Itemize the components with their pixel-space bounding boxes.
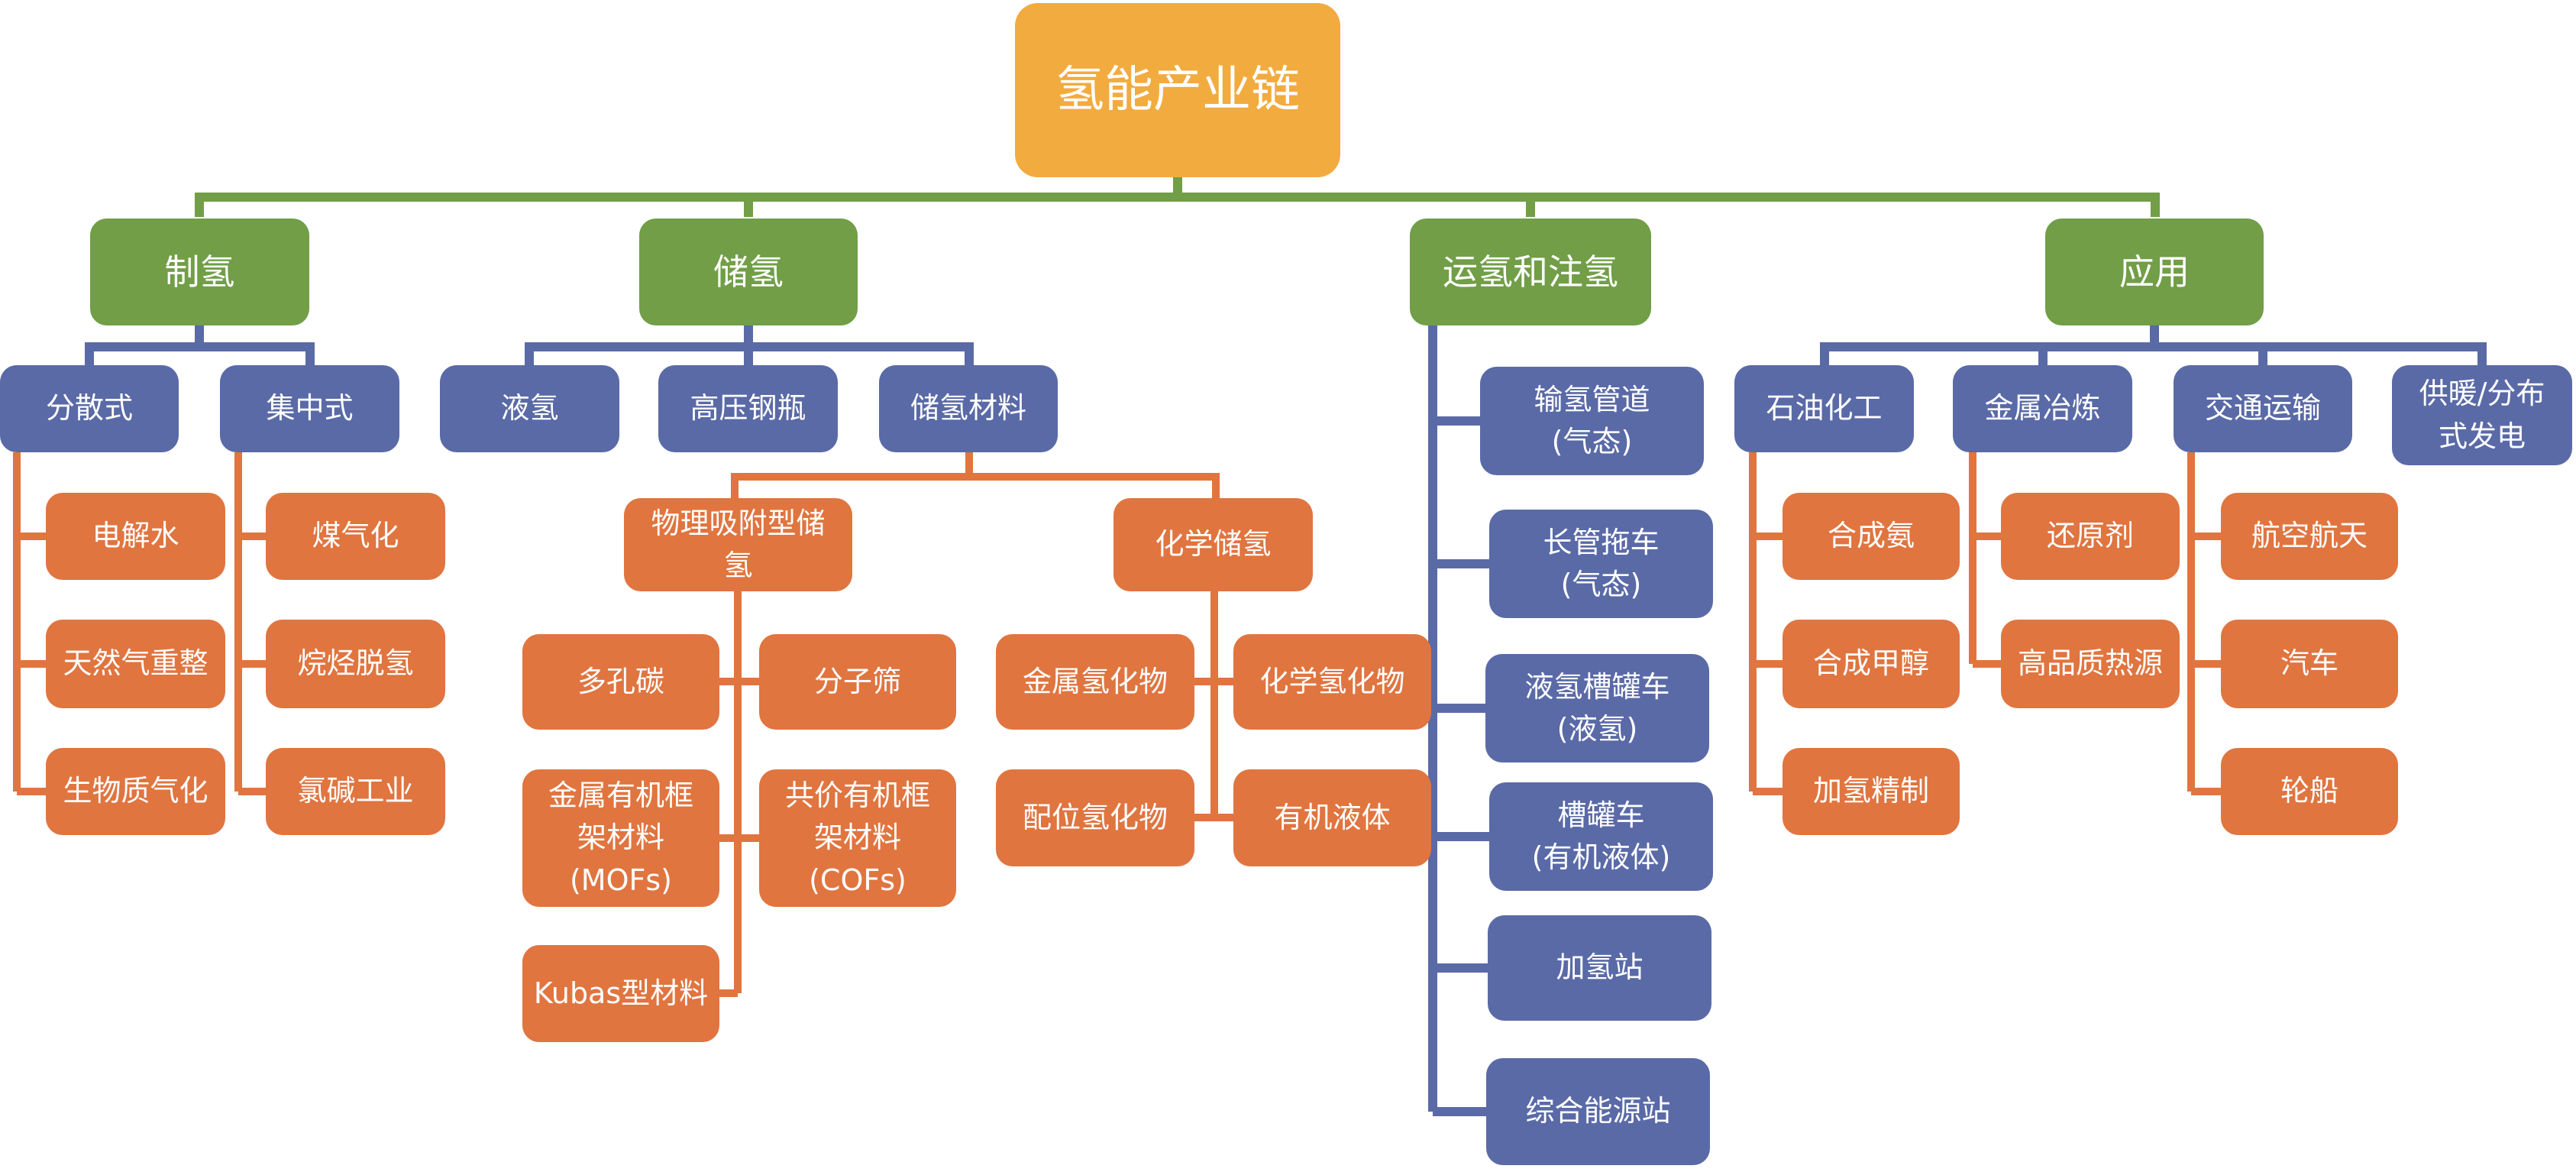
connector-storage: [525, 325, 974, 365]
leaf-water-electrolysis: 电解水: [46, 493, 225, 580]
transport-pipeline: 输氢管道 (气态): [1480, 367, 1704, 475]
leaf-molecular-sieve: 分子筛: [759, 634, 956, 730]
category-storage: 储氢: [639, 219, 858, 325]
connector-transportation: [2187, 452, 2221, 795]
production-centralized: 集中式: [220, 365, 399, 452]
connector-root: [195, 177, 2160, 217]
connector-production: [85, 325, 315, 365]
storage-physisorption: 物理吸附型储 氢: [624, 498, 852, 591]
leaf-ammonia-synthesis: 合成氨: [1783, 493, 1960, 580]
application-transportation: 交通运输: [2174, 365, 2352, 452]
leaf-high-quality-heat: 高品质热源: [2001, 620, 2180, 708]
storage-liquid-hydrogen: 液氢: [440, 365, 619, 452]
connector-physisorption: [719, 591, 759, 997]
transport-organic-liquid-tanker: 槽罐车 (有机液体): [1489, 782, 1713, 891]
leaf-biomass-gasification: 生物质气化: [46, 748, 225, 835]
transport-integrated-energy-station: 综合能源站: [1486, 1058, 1710, 1165]
root-node: 氢能产业链: [1015, 3, 1340, 177]
leaf-complex-hydride: 配位氢化物: [996, 769, 1194, 866]
leaf-methanol-synthesis: 合成甲醇: [1783, 620, 1960, 708]
storage-materials: 储氢材料: [879, 365, 1058, 452]
category-production: 制氢: [90, 219, 309, 325]
leaf-metal-hydride: 金属氢化物: [996, 634, 1194, 730]
connector-storage-materials: [731, 452, 1220, 498]
transport-liquid-tanker: 液氢槽罐车 (液氢): [1485, 654, 1709, 762]
leaf-aerospace: 航空航天: [2221, 493, 2398, 580]
leaf-kubas-materials: Kubas型材料: [522, 945, 719, 1042]
connector-chemical: [1194, 591, 1233, 821]
transport-tube-trailer: 长管拖车 (气态): [1489, 510, 1713, 618]
leaf-alkane-dehydrogenation: 烷烃脱氢: [266, 620, 445, 708]
leaf-chlor-alkali: 氯碱工业: [266, 748, 445, 835]
application-heating-power: 供暖/分布 式发电: [2392, 365, 2572, 465]
leaf-organic-liquid: 有机液体: [1233, 769, 1431, 866]
leaf-coal-gasification: 煤气化: [266, 493, 445, 580]
leaf-porous-carbon: 多孔碳: [522, 634, 719, 730]
leaf-hydrorefining: 加氢精制: [1783, 748, 1960, 835]
application-petrochemical: 石油化工: [1734, 365, 1914, 452]
leaf-chemical-hydride: 化学氢化物: [1233, 634, 1431, 730]
production-distributed: 分散式: [0, 365, 179, 452]
leaf-mofs: 金属有机框 架材料 (MOFs): [522, 769, 719, 907]
connector-centralized: [234, 452, 266, 795]
storage-chemical: 化学储氢: [1113, 498, 1313, 591]
connector-petrochemical: [1749, 452, 1783, 795]
leaf-natural-gas-reforming: 天然气重整: [46, 620, 225, 708]
leaf-ships: 轮船: [2221, 748, 2398, 835]
connector-metallurgy: [1969, 452, 2001, 668]
category-application: 应用: [2045, 219, 2264, 325]
connector-transport: [1428, 325, 1489, 1116]
leaf-automobile: 汽车: [2221, 620, 2398, 708]
application-metallurgy: 金属冶炼: [1953, 365, 2132, 452]
leaf-reducing-agent: 还原剂: [2001, 493, 2180, 580]
category-transport: 运氢和注氢: [1410, 219, 1651, 325]
transport-refueling-station: 加氢站: [1488, 915, 1711, 1021]
connector-application: [1820, 325, 2487, 365]
leaf-cofs: 共价有机框 架材料 (COFs): [759, 769, 956, 907]
storage-high-pressure-cylinder: 高压钢瓶: [658, 365, 838, 452]
connector-distributed: [13, 452, 46, 795]
